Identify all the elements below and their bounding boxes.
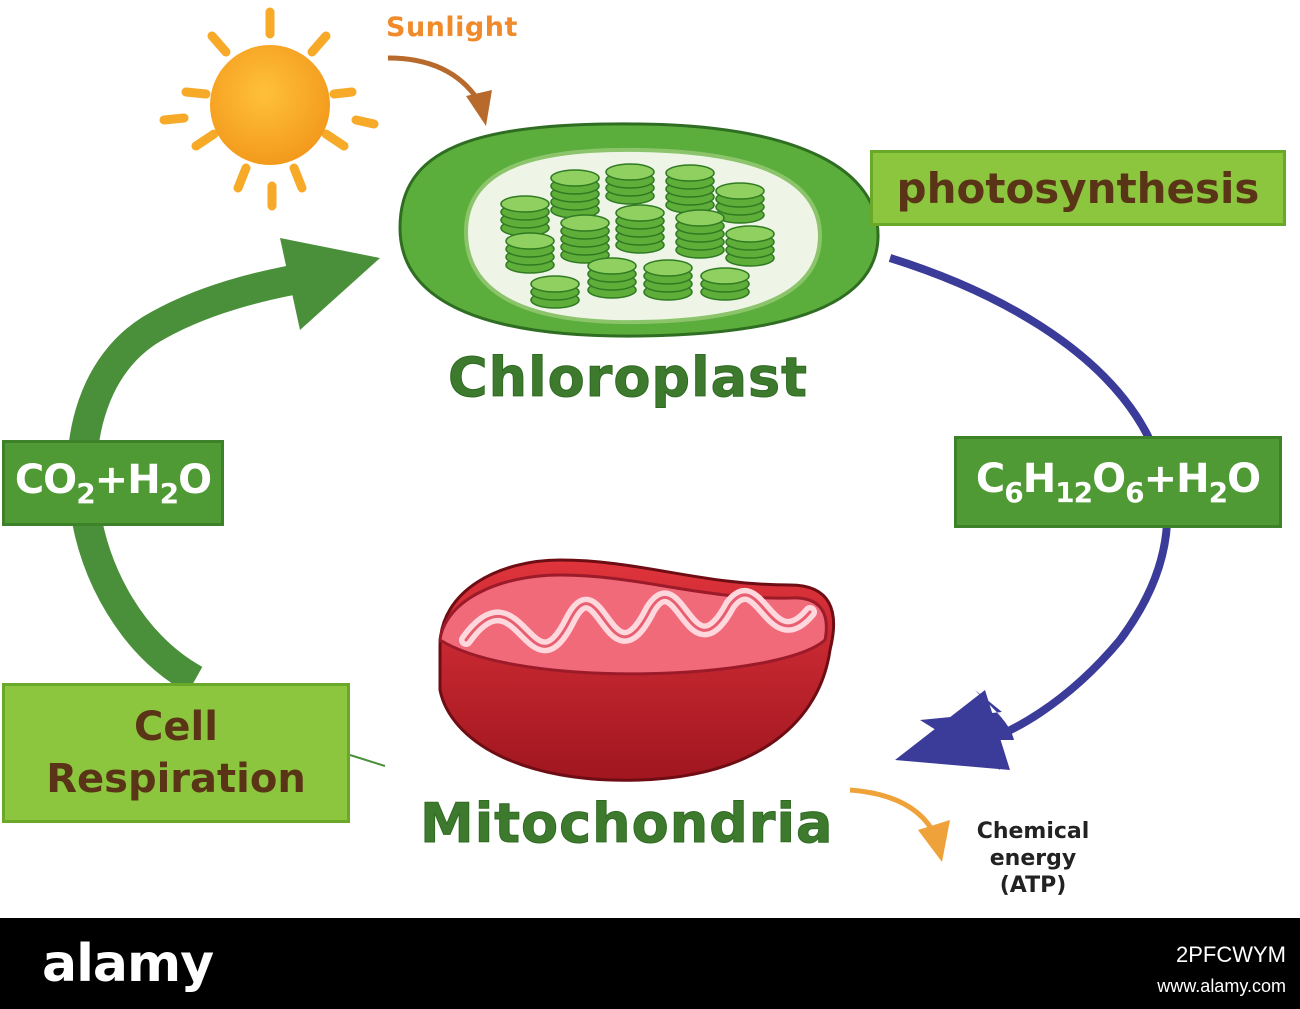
chemical-energy-line2: energy	[958, 845, 1108, 872]
stock-url: www.alamy.com	[1157, 976, 1286, 997]
cell-respiration-line1: Cell	[134, 701, 218, 753]
chloroplast-title: Chloroplast	[448, 346, 808, 409]
chloroplast-illustration	[400, 124, 878, 336]
co2-h2o-formula: CO2+H2O	[15, 457, 211, 510]
sunlight-label: Sunlight	[386, 12, 518, 43]
glucose-water-formula-box: C6H12O6+H2O	[954, 436, 1282, 528]
glucose-water-formula: C6H12O6+H2O	[976, 456, 1260, 509]
mitochondria-title: Mitochondria	[420, 792, 833, 855]
chemical-energy-label: Chemical energy (ATP)	[958, 818, 1108, 899]
cell-respiration-line2: Respiration	[46, 753, 306, 805]
mitochondria-illustration	[440, 560, 834, 780]
diagram-canvas: Sunlight Chloroplast Mitochondria photos…	[0, 0, 1300, 918]
photosynthesis-label-box: photosynthesis	[870, 150, 1286, 226]
alamy-logo: alamy	[42, 934, 213, 994]
photosynthesis-label: photosynthesis	[897, 164, 1260, 213]
chemical-energy-line1: Chemical	[958, 818, 1108, 845]
sun-icon	[164, 12, 374, 206]
chemical-energy-line3: (ATP)	[958, 872, 1108, 899]
sunlight-arrow	[388, 58, 492, 126]
image-id: 2PFCWYM	[1176, 942, 1286, 968]
cell-respiration-label-box: Cell Respiration	[2, 683, 350, 823]
co2-h2o-formula-box: CO2+H2O	[2, 440, 224, 526]
energy-arrow	[850, 790, 950, 862]
